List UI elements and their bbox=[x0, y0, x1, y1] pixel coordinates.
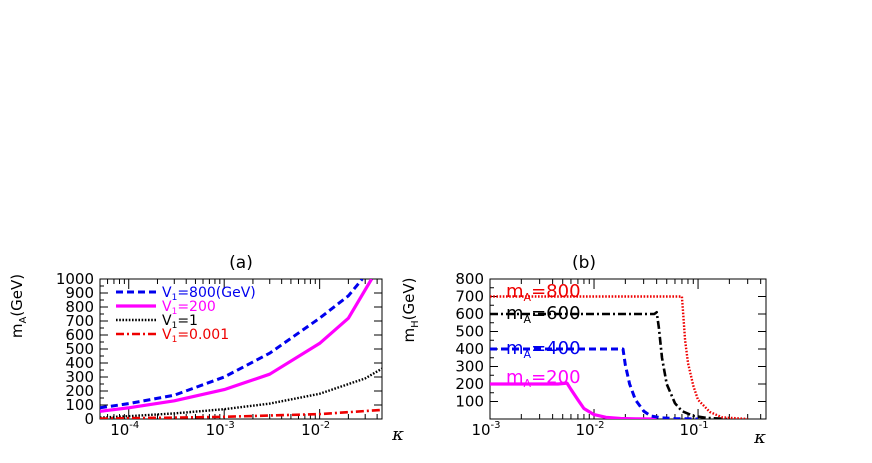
series-line-1 bbox=[490, 381, 657, 419]
curve-annotation: mA=400 bbox=[506, 338, 581, 361]
y-tick-label: 200 bbox=[455, 375, 484, 393]
y-tick-label: 600 bbox=[455, 305, 484, 323]
series-line-4 bbox=[100, 408, 382, 419]
y-tick-label: 700 bbox=[65, 312, 94, 330]
y-tick-label: 800 bbox=[65, 298, 94, 316]
series-line-4 bbox=[490, 295, 748, 419]
y-tick-label: 300 bbox=[455, 358, 484, 376]
x-tick-label: 10-2 bbox=[301, 420, 330, 439]
legend-entry: V1=200 bbox=[162, 299, 216, 317]
y-tick-label: 700 bbox=[455, 288, 484, 306]
y-tick-label: 100 bbox=[65, 396, 94, 414]
x-tick-label: 10-3 bbox=[206, 420, 235, 439]
y-tick-label: 100 bbox=[455, 393, 484, 411]
series-line-2 bbox=[100, 279, 373, 413]
y-tick-label: 500 bbox=[65, 340, 94, 358]
series-line-2 bbox=[490, 347, 699, 419]
legend-entry: V1=0.001 bbox=[162, 327, 229, 345]
x-axis-label: κ bbox=[753, 427, 766, 448]
y-tick-label: 300 bbox=[65, 368, 94, 386]
y-tick-label: 400 bbox=[455, 340, 484, 358]
x-tick-label: 10-4 bbox=[110, 420, 139, 439]
x-tick-label: 10-1 bbox=[680, 420, 709, 439]
legend-entry: V1=800(GeV) bbox=[162, 285, 256, 303]
y-tick-label: 0 bbox=[84, 410, 94, 428]
legend-entry: V1=1 bbox=[162, 313, 198, 331]
y-tick-label: 500 bbox=[455, 323, 484, 341]
x-tick-label: 10-3 bbox=[471, 420, 500, 439]
curve-annotation: mA=600 bbox=[506, 303, 581, 326]
x-axis-label: κ bbox=[391, 424, 404, 445]
y-tick-label: 600 bbox=[65, 326, 94, 344]
y-axis-label: mA(GeV) bbox=[8, 274, 29, 338]
y-tick-label: 800 bbox=[455, 270, 484, 288]
curve-annotation: mA=200 bbox=[506, 367, 581, 390]
curve-annotation: mA=800 bbox=[506, 281, 581, 304]
x-tick-label: 10-2 bbox=[575, 420, 604, 439]
series-line-3 bbox=[100, 367, 382, 419]
y-tick-label: 1000 bbox=[56, 270, 94, 288]
series-group bbox=[100, 279, 382, 419]
series-line-3 bbox=[490, 310, 730, 419]
series-line-1 bbox=[100, 279, 364, 410]
y-tick-label: 200 bbox=[65, 382, 94, 400]
chart-title: (a) bbox=[229, 253, 253, 273]
chart-title: (b) bbox=[572, 253, 596, 273]
y-tick-label: 400 bbox=[65, 354, 94, 372]
y-axis-label: mH(GeV) bbox=[400, 278, 421, 343]
series-group bbox=[490, 295, 748, 419]
y-tick-label: 900 bbox=[65, 284, 94, 302]
chart-panel-a: (a)mA(GeV)κ01002003004005006007008009001… bbox=[8, 253, 404, 445]
